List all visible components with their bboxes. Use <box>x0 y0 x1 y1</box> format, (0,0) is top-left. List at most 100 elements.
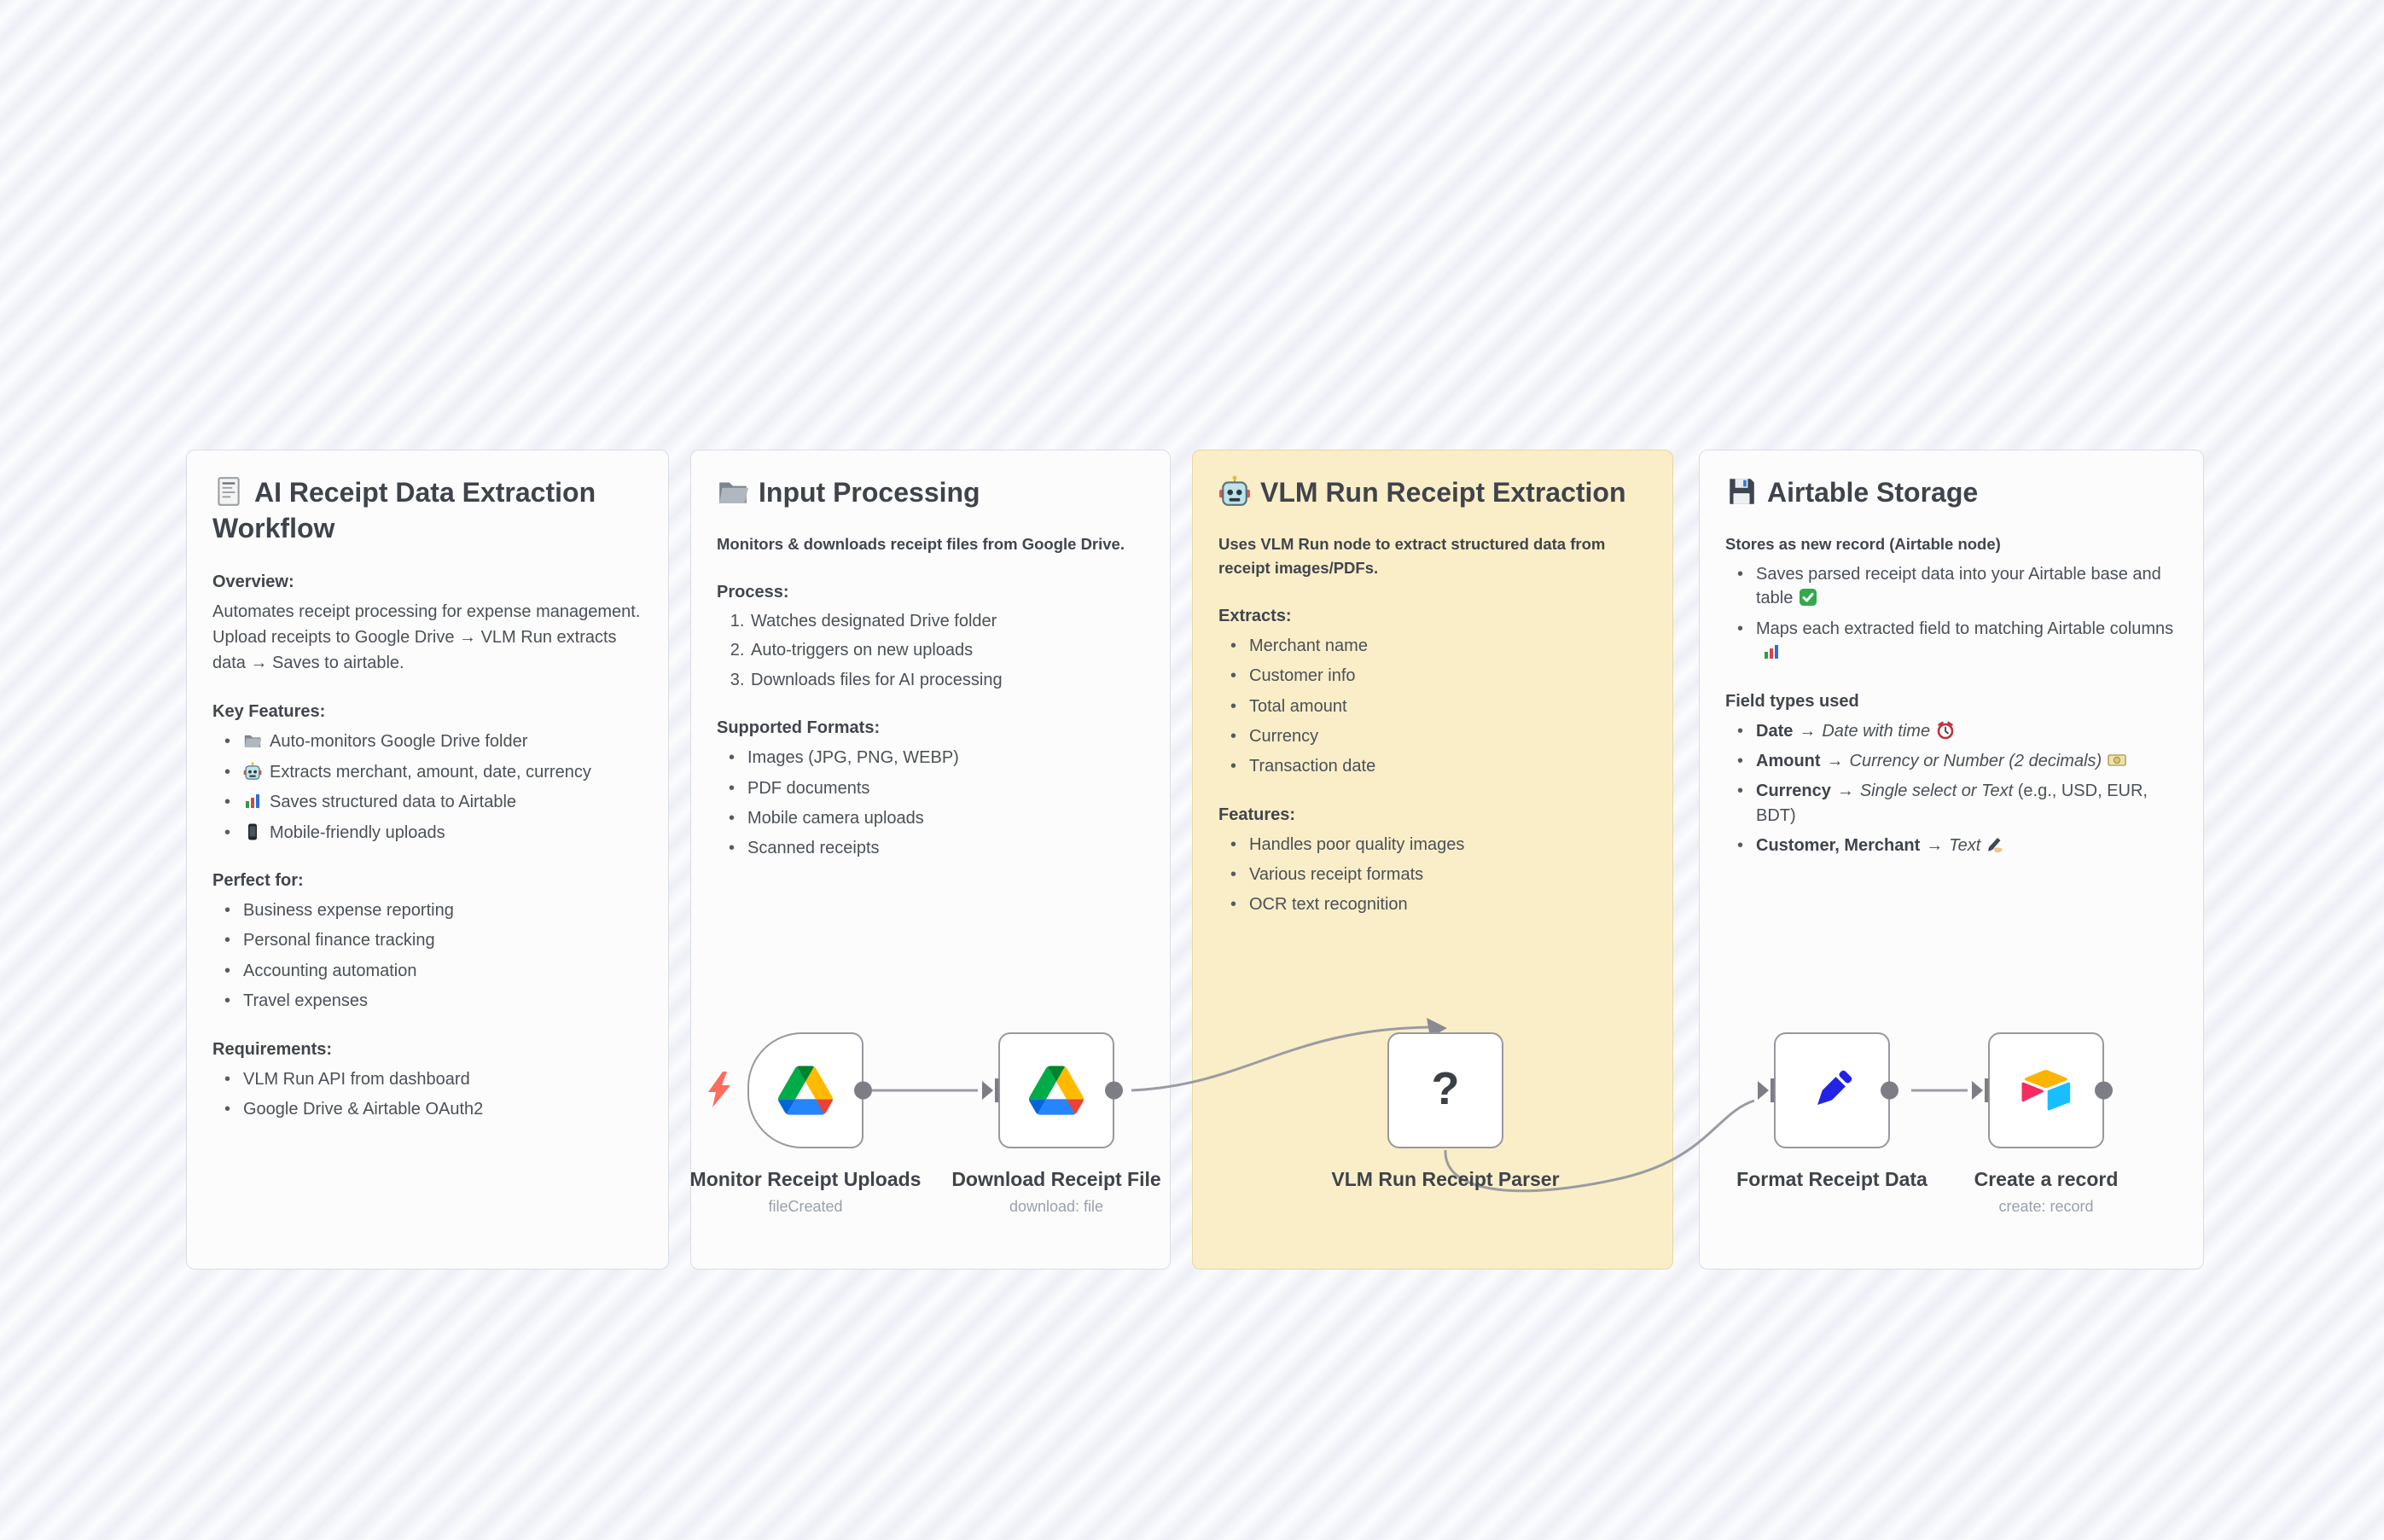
alarm-clock-icon <box>1936 721 1955 740</box>
trigger-lightning-icon <box>703 1071 736 1108</box>
list-item: OCR text recognition <box>1229 892 1647 917</box>
requirements-list: VLM Run API from dashboard Google Drive … <box>212 1067 643 1122</box>
node-subtitle: download: file <box>1009 1197 1104 1215</box>
airtable-icon <box>2019 1063 2073 1118</box>
node-label: VLM Run Receipt Parser <box>1292 1167 1599 1192</box>
sticky-title-text: AI Receipt Data Extraction Workflow <box>212 477 596 544</box>
process-list: Watches designated Drive folder Auto-tri… <box>717 609 1144 692</box>
list-item-text: Merchant name <box>1249 636 1368 655</box>
arrow-glyph: → <box>1826 751 1844 770</box>
list-item: Scanned receipts <box>727 836 1144 861</box>
list-item: Google Drive & Airtable OAuth2 <box>223 1097 643 1122</box>
section-heading-key-features: Key Features: <box>212 702 326 722</box>
field-name: Amount <box>1756 751 1821 770</box>
field-value: Single select or Text <box>1859 782 2014 801</box>
pencil-icon <box>1805 1063 1859 1118</box>
node-format-receipt-data[interactable] <box>1758 1032 1898 1148</box>
output-handle[interactable] <box>1881 1081 1898 1100</box>
airtable-intro: Stores as new record (Airtable node) <box>1725 535 2001 554</box>
list-item: Saves structured data to Airtable <box>223 790 643 815</box>
airtable-bullets: Saves parsed receipt data into your Airt… <box>1725 562 2178 665</box>
node-create-a-record[interactable] <box>1972 1032 2113 1148</box>
bar-chart-icon <box>1762 642 1781 661</box>
node-title: Format Receipt Data <box>1736 1168 1928 1190</box>
sticky-title: VLM Run Receipt Extraction <box>1218 474 1647 510</box>
node-title: Monitor Receipt Uploads <box>689 1168 922 1190</box>
overview-paragraph: Automates receipt processing for expense… <box>212 602 641 673</box>
list-item-text: Mobile-friendly uploads <box>270 822 445 842</box>
list-item-text: Customer info <box>1249 666 1356 686</box>
list-item: Auto-monitors Google Drive folder <box>223 729 643 754</box>
sticky-note-vlm-extraction[interactable]: VLM Run Receipt Extraction Uses VLM Run … <box>1192 450 1673 1270</box>
list-item: Accounting automation <box>223 959 643 984</box>
input-handle[interactable] <box>1758 1078 1776 1103</box>
arrow-glyph: → <box>1799 721 1817 741</box>
list-item-text: Currency <box>1249 726 1319 746</box>
list-item-text: Saves structured data to Airtable <box>270 793 517 812</box>
folder-icon <box>243 731 262 750</box>
sticky-note-airtable-storage[interactable]: Airtable Storage Stores as new record (A… <box>1699 450 2204 1270</box>
list-item-text: Business expense reporting <box>243 901 454 921</box>
field-type-item: Amount → Currency or Number (2 decimals) <box>1736 749 2178 774</box>
list-item-text: Watches designated Drive folder <box>751 611 997 631</box>
arrow-glyph: → <box>1836 782 1854 801</box>
input-handle[interactable] <box>1972 1078 1990 1103</box>
list-item: Currency <box>1229 724 1647 749</box>
node-title: Download Receipt File <box>951 1168 1161 1190</box>
list-item: Downloads files for AI processing <box>749 668 1144 692</box>
list-item-text: Transaction date <box>1249 757 1376 776</box>
list-item: Business expense reporting <box>223 898 643 923</box>
banknote-icon <box>2108 751 2126 770</box>
robot-icon <box>243 762 262 781</box>
output-handle[interactable] <box>2095 1081 2113 1100</box>
field-name: Currency <box>1756 782 1831 801</box>
list-item-text: Saves parsed receipt data into your Airt… <box>1756 564 2161 608</box>
node-monitor-receipt-uploads[interactable] <box>747 1032 872 1148</box>
floppy-disk-icon <box>1725 475 1758 508</box>
field-type-item: Currency→Single select or Text (e.g., US… <box>1736 779 2178 828</box>
mobile-phone-icon <box>243 822 262 841</box>
section-heading-field-types: Field types used <box>1725 691 1859 711</box>
google-drive-icon <box>778 1063 833 1118</box>
sticky-title: Input Processing <box>717 474 1144 510</box>
list-item-text: Images (JPG, PNG, WEBP) <box>747 748 959 768</box>
field-name: Date <box>1756 721 1794 741</box>
extracts-list: Merchant name Customer info Total amount… <box>1218 634 1647 779</box>
list-item-text: Handles poor quality images <box>1249 834 1465 854</box>
question-mark-icon: ? <box>1418 1063 1473 1118</box>
list-item: Travel expenses <box>223 989 643 1014</box>
input-handle[interactable] <box>982 1078 1000 1103</box>
check-mark-icon <box>1799 588 1817 607</box>
sticky-note-overview[interactable]: AI Receipt Data Extraction Workflow Over… <box>186 450 669 1270</box>
section-heading-formats: Supported Formats: <box>717 718 881 738</box>
node-title: VLM Run Receipt Parser <box>1331 1168 1560 1190</box>
receipt-icon <box>212 475 245 508</box>
output-handle[interactable] <box>854 1081 872 1100</box>
field-type-item: Date→Date with time <box>1736 719 2178 743</box>
list-item-text: VLM Run API from dashboard <box>243 1069 470 1089</box>
output-handle[interactable] <box>1105 1081 1123 1100</box>
field-name: Customer, Merchant <box>1756 836 1921 856</box>
list-item: Personal finance tracking <box>223 928 643 953</box>
list-item: Mobile camera uploads <box>727 806 1144 831</box>
list-item-text: PDF documents <box>747 778 870 798</box>
list-item: Mobile-friendly uploads <box>223 821 643 846</box>
input-intro: Monitors & downloads receipt files from … <box>717 535 1125 554</box>
list-item: Various receipt formats <box>1229 863 1647 887</box>
list-item: Total amount <box>1229 694 1647 719</box>
node-vlm-run-receipt-parser[interactable]: ? <box>1387 1032 1503 1148</box>
list-item-text: Total amount <box>1249 696 1347 716</box>
node-subtitle: create: record <box>1998 1197 2094 1215</box>
list-item-text: Downloads files for AI processing <box>751 670 1003 689</box>
bar-chart-icon <box>243 792 262 811</box>
sticky-title-text: VLM Run Receipt Extraction <box>1260 477 1626 508</box>
list-item-text: Travel expenses <box>243 991 368 1011</box>
node-label: Monitor Receipt Uploads fileCreated <box>652 1167 959 1216</box>
section-heading-process: Process: <box>717 582 789 601</box>
node-download-receipt-file[interactable] <box>982 1032 1123 1148</box>
field-value: Currency or Number (2 decimals) <box>1849 751 2102 770</box>
arrow-glyph: → <box>1926 836 1944 856</box>
list-item-text: Auto-monitors Google Drive folder <box>270 732 528 752</box>
list-item-text: OCR text recognition <box>1249 895 1408 915</box>
